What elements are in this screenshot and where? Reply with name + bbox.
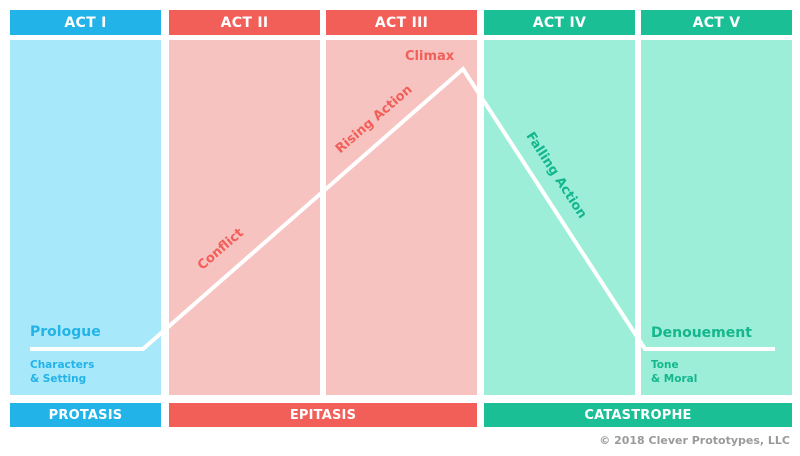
characters-label-line1: Characters — [30, 359, 95, 371]
climax-label: Climax — [405, 49, 455, 64]
prologue-label: Prologue — [30, 324, 101, 340]
copyright-text: © 2018 Clever Prototypes, LLC — [599, 434, 790, 447]
protasis-bar: PROTASIS — [10, 403, 161, 427]
act-1-header: ACT I — [10, 10, 161, 35]
act-3-header: ACT III — [326, 10, 477, 35]
act-2-header: ACT II — [169, 10, 320, 35]
act-3-panel — [326, 40, 477, 395]
act-5-header: ACT V — [641, 10, 792, 35]
tone-label-line1: Tone — [651, 359, 679, 371]
catastrophe-bar: CATASTROPHE — [484, 403, 792, 427]
denouement-label: Denouement — [651, 325, 752, 341]
tone-label-line2: & Moral — [651, 373, 698, 385]
act-4-header: ACT IV — [484, 10, 635, 35]
characters-label-line2: & Setting — [30, 373, 87, 385]
epitasis-bar: EPITASIS — [169, 403, 477, 427]
act-1-panel — [10, 40, 161, 395]
act-5-panel — [641, 40, 792, 395]
